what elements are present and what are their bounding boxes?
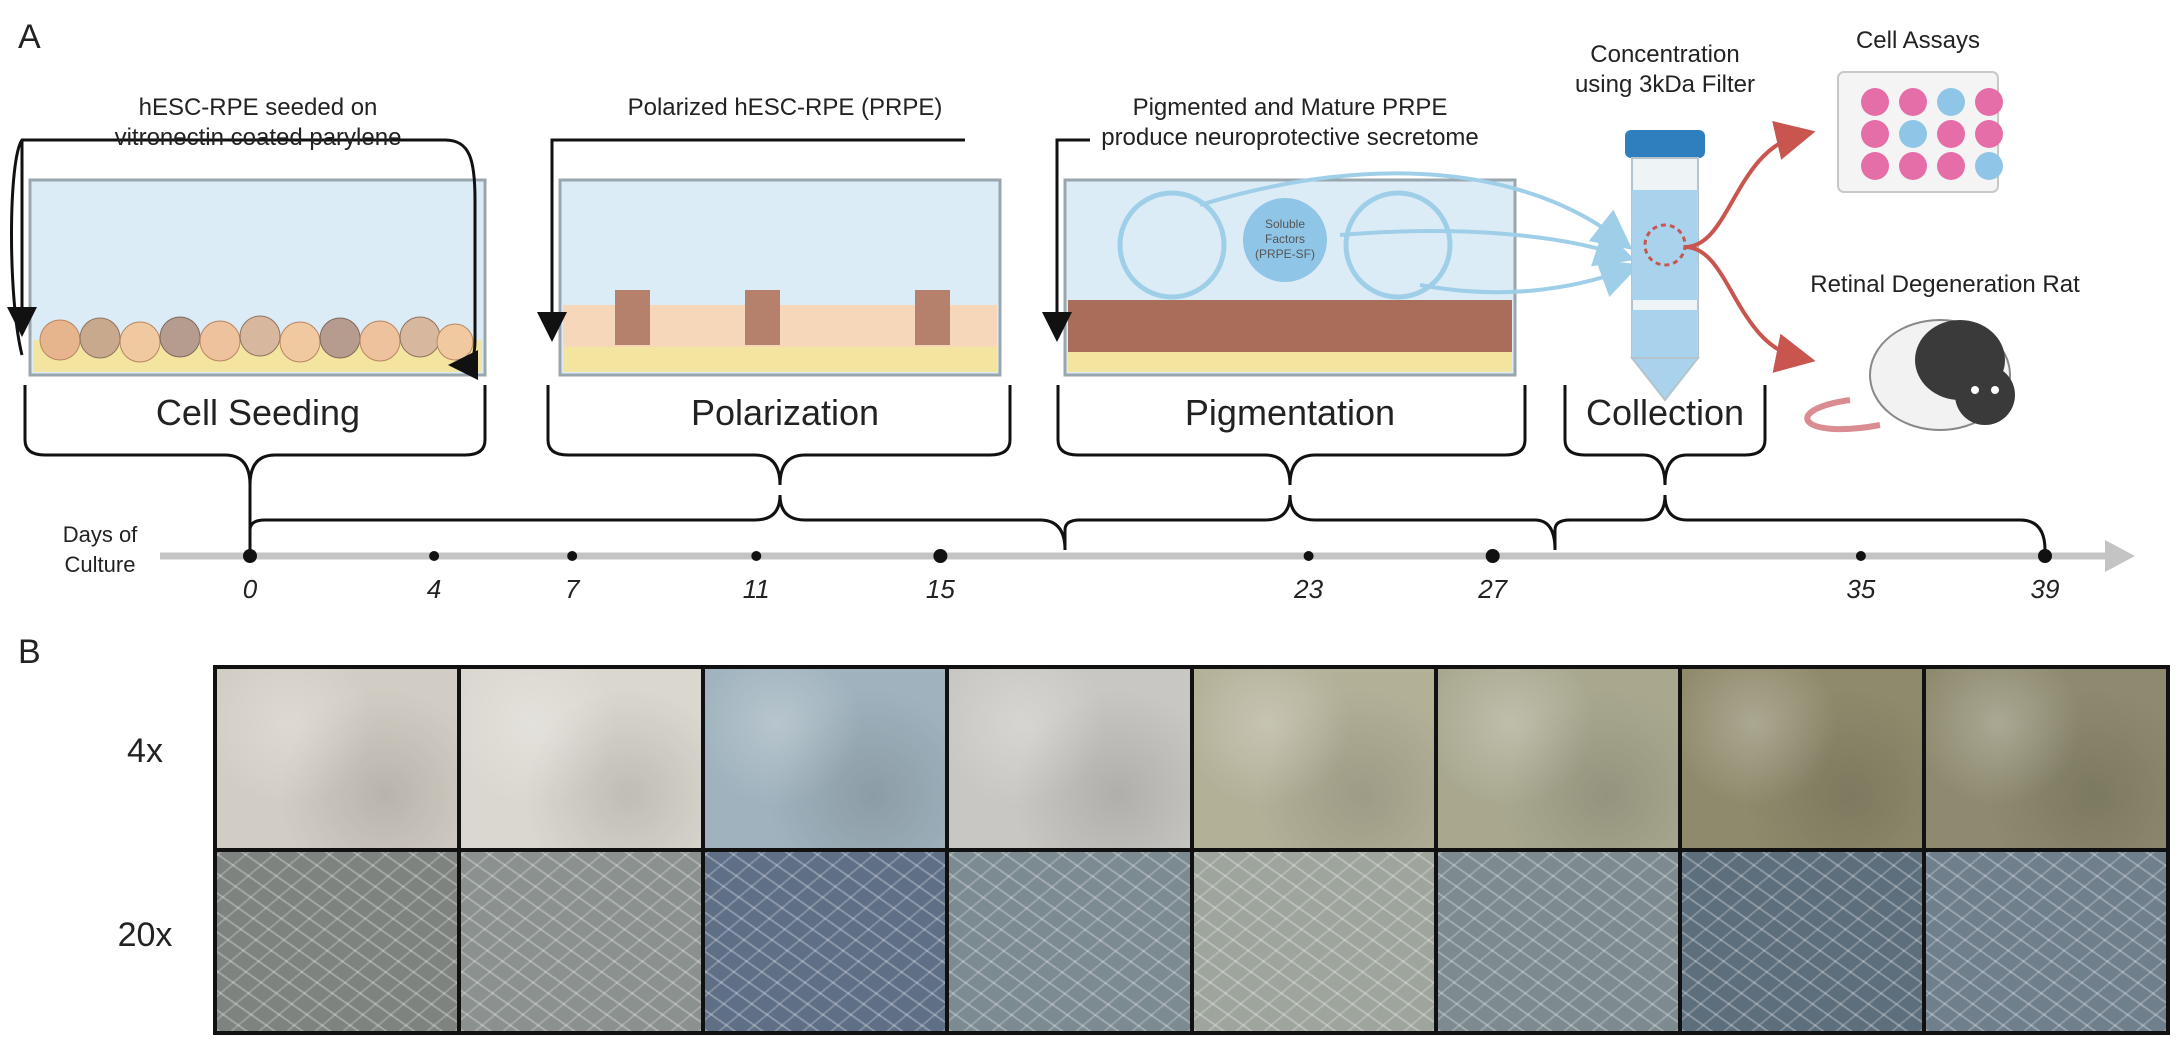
soluble-line3: (PRPE-SF) [1255,247,1315,261]
timeline-day-label: 0 [243,574,258,604]
caption-collection-1: Concentration [1590,41,1739,68]
stage-label-collection: Collection [1586,392,1744,433]
soluble-line2: Factors [1265,232,1305,246]
micrograph-20x-7 [1681,852,1922,1031]
caption-collection-2: using 3kDa Filter [1575,71,1755,98]
timeline-tick-0 [243,549,257,563]
micrograph-20x-8 [1925,852,2166,1031]
rat-illustration [1804,319,2015,433]
timeline-tick-11 [751,551,762,561]
timeline-label-1: Days of [63,522,138,547]
micrograph-4x-3 [705,669,946,848]
well-plate [1837,71,2003,193]
micrograph-20x-4 [949,852,1190,1031]
caption-seeding-2: vitronectin coated parylene [115,124,402,151]
row-label-4x: 4x [127,732,163,770]
seeding-cells [39,315,474,363]
output-arrows [1684,120,1816,373]
caption-pigmentation-1: Pigmented and Mature PRPE [1133,94,1448,121]
micrograph-20x-6 [1437,852,1678,1031]
caption-seeding-1: hESC-RPE seeded on [139,94,378,121]
micrograph-4x-2 [461,669,702,848]
panel-a-label: A [18,18,41,56]
stage-label-pigmentation: Pigmentation [1185,392,1395,433]
micrograph-4x-5 [1193,669,1434,848]
micrograph-20x-2 [461,852,702,1031]
timeline-day-label: 4 [427,574,441,604]
timeline-tick-39 [2038,549,2052,563]
output-assays-label: Cell Assays [1856,27,1980,54]
micrograph-4x-4 [949,669,1190,848]
dish-polarization [537,138,1002,377]
dish-pigmentation: Soluble Factors (PRPE-SF) [1042,138,1517,377]
timeline-day-label: 7 [565,574,581,604]
micrograph-4x-1 [217,669,458,848]
secretome-flow-arrows [1199,171,1641,297]
micrograph-20x-5 [1193,852,1434,1031]
micrograph-4x-6 [1437,669,1678,848]
panel-b-label: B [18,633,41,671]
timeline-day-label: 11 [743,574,770,604]
zoom-circle-left [1117,190,1227,300]
timeline-label-2: Culture [65,552,136,577]
micrograph-4x-8 [1925,669,2166,848]
timeline-day-label: 35 [1846,574,1875,604]
micrograph-20x-3 [705,852,946,1031]
caption-pigmentation-2: produce neuroprotective secretome [1101,124,1479,151]
soluble-line1: Soluble [1265,217,1305,231]
timeline-day-label: 15 [926,574,955,604]
filter-tube [1625,130,1705,402]
row-label-20x: 20x [118,916,173,954]
timeline-tick-15 [933,549,948,563]
caption-polarization: Polarized hESC-RPE (PRPE) [628,94,943,121]
micrograph-20x-1 [217,852,458,1031]
micrograph-4x-7 [1681,669,1922,848]
timeline-tick-7 [567,551,578,561]
timeline-tick-27 [1485,549,1500,563]
timeline-day-label: 27 [1477,574,1508,604]
timeline-tick-4 [429,551,440,561]
soluble-factors-bubble [1243,198,1327,282]
timeline-ticks: 0 4 7 11 15 23 27 35 39 [243,549,2060,604]
timeline-tick-23 [1303,551,1314,561]
timeline-day-label: 23 [1293,574,1323,604]
stage-braces [23,385,2047,551]
timeline-day-label: 39 [2031,574,2060,604]
timeline [160,540,2135,572]
micrograph-grid [213,665,2170,1035]
dish-cell-seeding [7,138,487,380]
output-rat-label: Retinal Degeneration Rat [1810,271,2080,298]
timeline-tick-35 [1855,551,1866,561]
zoom-circle-right [1343,190,1453,300]
stage-label-polarization: Polarization [691,392,879,433]
stage-label-seeding: Cell Seeding [156,392,360,433]
